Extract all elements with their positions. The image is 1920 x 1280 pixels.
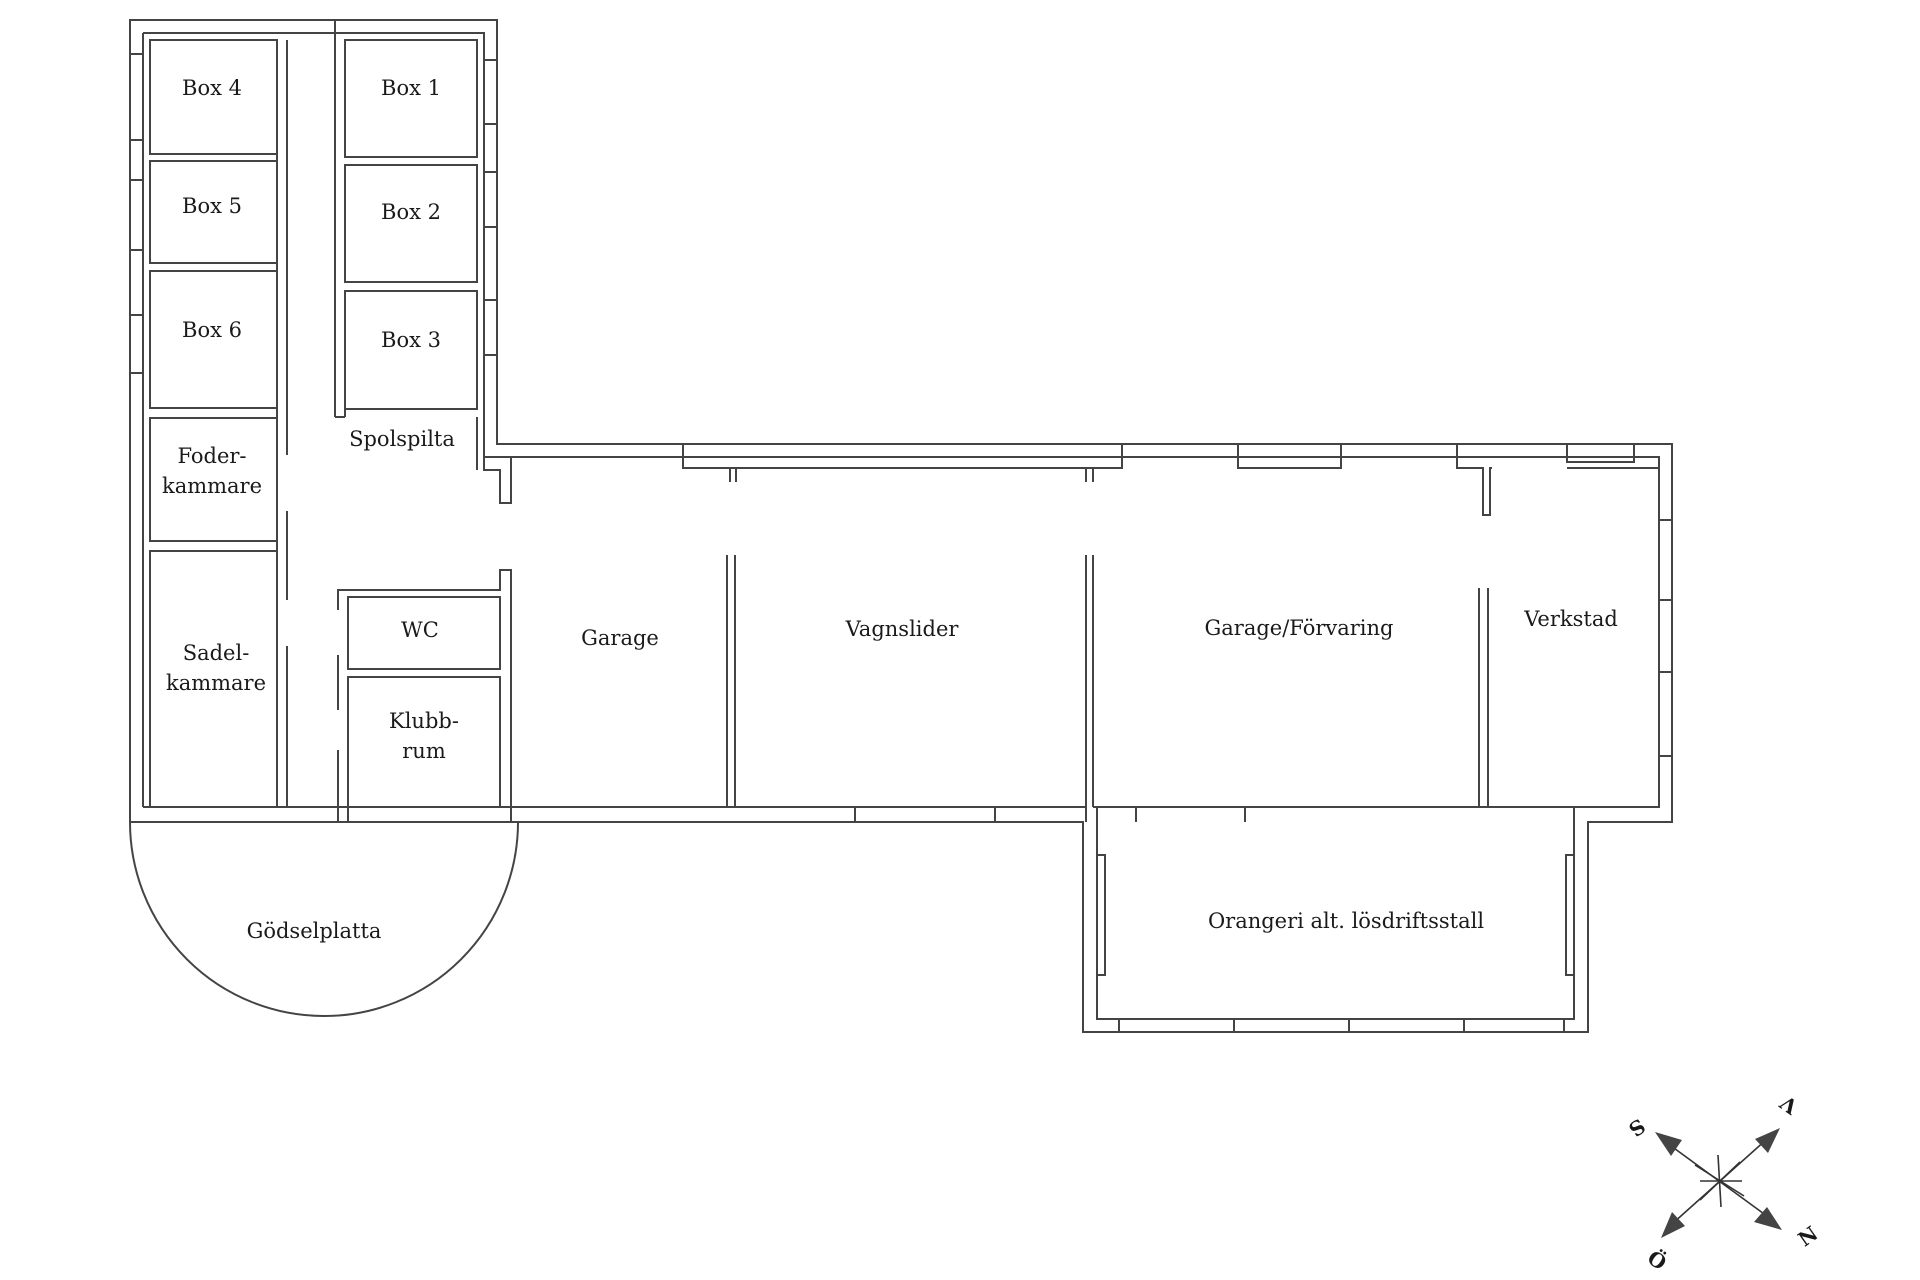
box-walls-left: [149, 39, 288, 808]
label-sadelkammare-1: Sadel-: [183, 641, 250, 665]
label-box-5: Box 5: [182, 194, 242, 218]
label-wc: WC: [401, 618, 439, 642]
compass-arrow-o: [1661, 1212, 1685, 1238]
label-box-1: Box 1: [381, 76, 441, 100]
box-walls-right: [334, 20, 512, 504]
compass-label-o: Ö: [1643, 1245, 1672, 1275]
label-garage-forvaring: Garage/Förvaring: [1204, 616, 1393, 640]
label-sadelkammare-2: kammare: [166, 671, 266, 695]
label-verkstad: Verkstad: [1523, 607, 1618, 631]
compass-arrow-n: [1754, 1207, 1782, 1230]
label-godselplatta: Gödselplatta: [247, 919, 382, 943]
compass-rose: [1666, 1138, 1772, 1225]
outer-walls: [129, 19, 1673, 1033]
compass-arrows: [1655, 1128, 1782, 1238]
compass-label-n: N: [1794, 1221, 1823, 1251]
compass-label-v: V: [1775, 1090, 1803, 1119]
label-box-4: Box 4: [182, 76, 242, 100]
label-klubbrum-2: rum: [402, 739, 446, 763]
label-klubbrum-1: Klubb-: [389, 709, 459, 733]
wc-club-walls: [337, 569, 512, 822]
label-vagnslider: Vagnslider: [845, 617, 960, 641]
compass-arrow-v: [1755, 1128, 1780, 1153]
label-orangeri: Orangeri alt. lösdriftsstall: [1208, 909, 1484, 933]
windows: [129, 53, 1673, 1033]
label-box-6: Box 6: [182, 318, 242, 342]
label-box-3: Box 3: [381, 328, 441, 352]
label-garage: Garage: [581, 626, 659, 650]
room-labels: Box 4 Box 5 Box 6 Box 1 Box 2 Box 3 Spol…: [162, 76, 1618, 943]
label-spolspilta: Spolspilta: [349, 427, 455, 451]
label-foderkammare-2: kammare: [162, 474, 262, 498]
manure-slab-outline: [129, 821, 519, 1017]
east-wing-walls: [511, 444, 1660, 822]
label-box-2: Box 2: [381, 200, 441, 224]
compass-arrow-s: [1655, 1132, 1682, 1156]
compass-label-s: S: [1624, 1114, 1650, 1142]
label-foderkammare-1: Foder-: [177, 444, 246, 468]
